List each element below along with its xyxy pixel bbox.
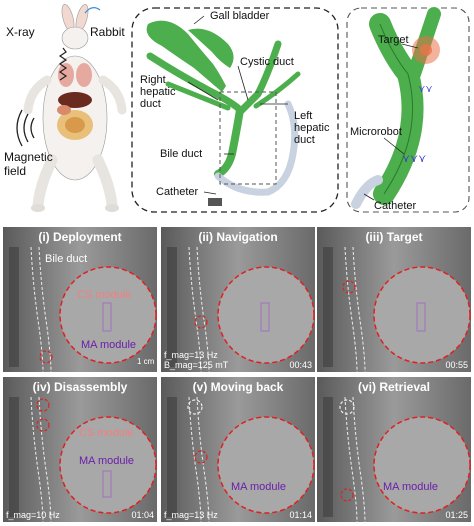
panel-retrieval: (vi) Retrieval MA module 01:25 <box>317 377 471 522</box>
microrobot-label: Microrobot <box>350 126 402 138</box>
timestamp: 01:25 <box>445 510 468 520</box>
panel-5-bg <box>161 377 315 522</box>
panel-4-bg <box>3 377 157 522</box>
panel-title: (ii) Navigation <box>161 230 315 244</box>
panel-title: (iv) Disassembly <box>3 380 157 394</box>
panel-target: (iii) Target 00:55 <box>317 227 471 372</box>
ma-module-label: MA module <box>79 455 134 467</box>
rabbit-label: Rabbit <box>90 26 125 38</box>
cystic-duct-label: Cystic duct <box>240 56 294 68</box>
rabbit-illustration: X-ray Rabbit Magnetic field <box>0 0 130 222</box>
gall-bladder-label: Gall bladder <box>210 10 269 22</box>
freq-label: f_mag=13 Hz <box>164 510 218 520</box>
svg-text:⋎⋎: ⋎⋎ <box>418 84 433 95</box>
timestamp: 01:14 <box>289 510 312 520</box>
zoom-catheter-label: Catheter <box>374 200 416 212</box>
panel-title: (iii) Target <box>317 230 471 244</box>
panel-title: (vi) Retrieval <box>317 380 471 394</box>
panel-disassembly: (iv) Disassembly CS module MA module f_m… <box>3 377 157 522</box>
timestamp: 00:43 <box>289 360 312 370</box>
ma-module-label: MA module <box>231 481 286 493</box>
ma-module-label: MA module <box>81 339 136 351</box>
zoom-inset: ⋎⋎ ⋎⋎⋎ Target Microrobot Catheter <box>344 4 472 216</box>
right-hepatic-duct-label: Right hepatic duct <box>140 74 175 110</box>
ma-module-label: MA module <box>383 481 438 493</box>
catheter-label: Catheter <box>156 186 198 198</box>
xray-label: X-ray <box>6 26 35 38</box>
cs-module-label: CS module <box>79 427 133 439</box>
anatomy-box: Gall bladder Cystic duct Right hepatic d… <box>128 4 342 216</box>
panel-bile-duct-label: Bile duct <box>45 253 87 265</box>
timestamp: 01:04 <box>131 510 154 520</box>
magnetic-field-label: Magnetic field <box>4 150 53 178</box>
panel-moving-back: (v) Moving back MA module f_mag=13 Hz 01… <box>161 377 315 522</box>
bile-duct-label: Bile duct <box>160 148 202 160</box>
left-hepatic-duct-label: Left hepatic duct <box>294 110 329 146</box>
scale-bar-label: 1 cm <box>137 357 154 366</box>
panel-title: (i) Deployment <box>3 230 157 244</box>
panel-6-bg <box>317 377 471 522</box>
cs-module-label: CS module <box>77 289 131 301</box>
target-label: Target <box>378 34 409 46</box>
freq-label: f_mag=13 Hz B_mag=125 mT <box>164 350 228 370</box>
timestamp: 00:55 <box>445 360 468 370</box>
panel-title: (v) Moving back <box>161 380 315 394</box>
svg-text:⋎⋎⋎: ⋎⋎⋎ <box>402 152 426 165</box>
panel-navigation: (ii) Navigation f_mag=13 Hz B_mag=125 mT… <box>161 227 315 372</box>
panel-3-bg <box>317 227 471 372</box>
freq-label: f_mag=10 Hz <box>6 510 60 520</box>
xray-grid: (i) Deployment Bile duct CS module MA mo… <box>3 227 471 523</box>
panel-deployment: (i) Deployment Bile duct CS module MA mo… <box>3 227 157 372</box>
